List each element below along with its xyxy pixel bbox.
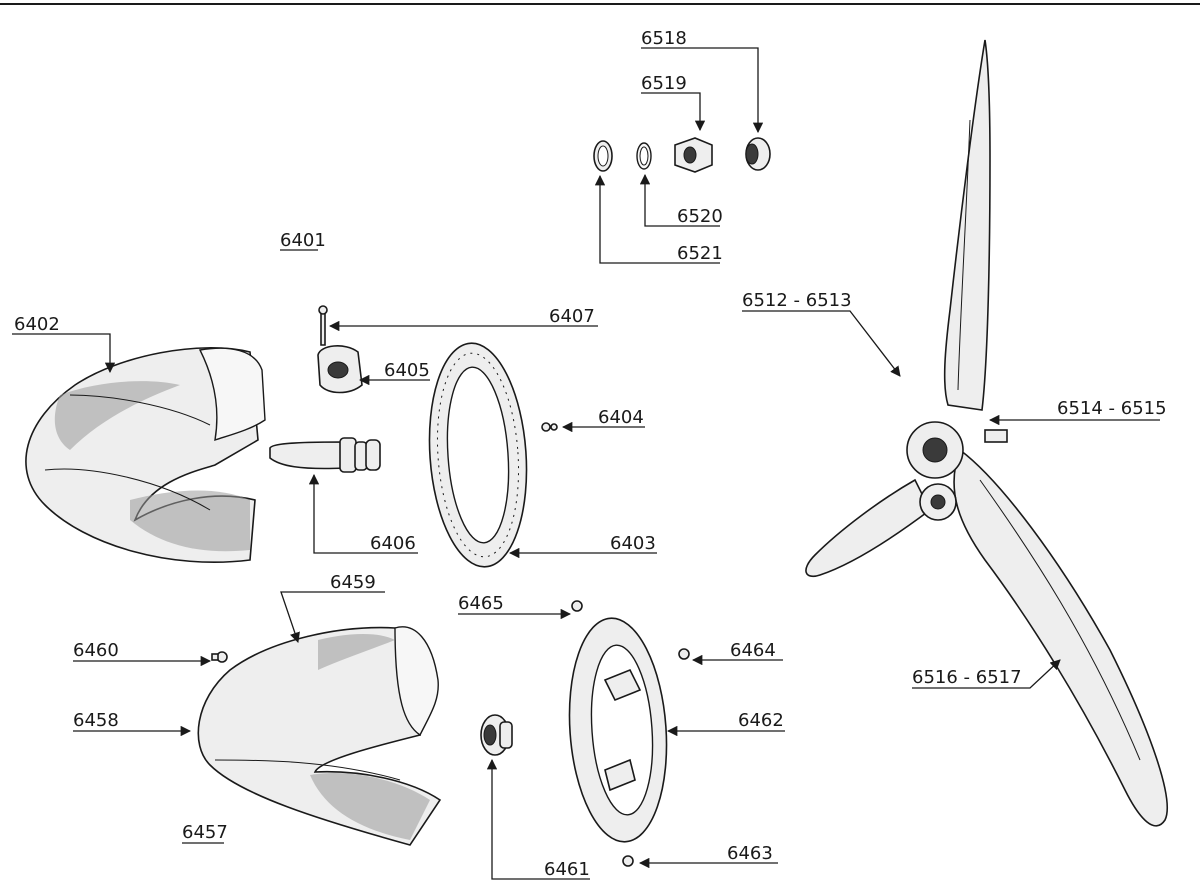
label-6406: 6406: [370, 533, 416, 554]
label-6407: 6407: [549, 306, 595, 327]
screw-6463: [622, 855, 634, 867]
nut-6519: [674, 137, 713, 173]
spinner-cone-6458: [197, 626, 442, 846]
label-6459: 6459: [330, 572, 376, 593]
label-6519: 6519: [641, 73, 687, 94]
leader-6406: [308, 473, 418, 554]
label-6401: 6401: [280, 230, 326, 251]
label-6463: 6463: [727, 843, 773, 864]
backplate-6462: [568, 617, 668, 843]
label-6512-6513: 6512 - 6513: [742, 290, 852, 311]
backplate-6403: [428, 342, 528, 568]
leader-6519: [641, 92, 706, 132]
spinner-cone-6402: [25, 347, 266, 563]
label-6518: 6518: [641, 28, 687, 49]
label-6462: 6462: [738, 710, 784, 731]
label-6404: 6404: [598, 407, 644, 428]
leader-6459: [280, 591, 385, 643]
label-6521: 6521: [677, 243, 723, 264]
leader-6521: [594, 174, 720, 264]
nut-6461: [480, 714, 513, 756]
clamp-6405: [317, 345, 363, 394]
pin-6407: [318, 305, 328, 346]
label-6403: 6403: [610, 533, 656, 554]
ring-6521: [593, 140, 613, 172]
screw-6465: [571, 600, 583, 612]
label-6465: 6465: [458, 593, 504, 614]
label-6514-6515: 6514 - 6515: [1057, 398, 1167, 419]
blade-6512-upper: [943, 39, 991, 411]
leader-6402: [12, 333, 116, 374]
leader-6516-6517: [912, 659, 1061, 689]
bolt-6406: [269, 437, 381, 473]
cap-6518: [745, 137, 771, 171]
leader-6512-6513: [742, 310, 901, 377]
leader-6518: [641, 47, 764, 134]
screw-6464: [678, 648, 690, 660]
label-6457: 6457: [182, 822, 228, 843]
label-6516-6517: 6516 - 6517: [912, 667, 1022, 688]
label-6461: 6461: [544, 859, 590, 880]
propeller-assembly: [805, 39, 1169, 827]
label-6460: 6460: [73, 640, 119, 661]
label-6520: 6520: [677, 206, 723, 227]
label-6464: 6464: [730, 640, 776, 661]
screw-6460: [211, 651, 228, 663]
label-6405: 6405: [384, 360, 430, 381]
washer-6520: [636, 142, 652, 170]
blade-left: [805, 478, 932, 577]
screw-6404: [541, 422, 558, 432]
leader-6461: [486, 758, 590, 880]
label-6458: 6458: [73, 710, 119, 731]
label-6402: 6402: [14, 314, 60, 335]
leader-6520: [639, 173, 720, 227]
blade-6516-lower: [953, 448, 1169, 827]
